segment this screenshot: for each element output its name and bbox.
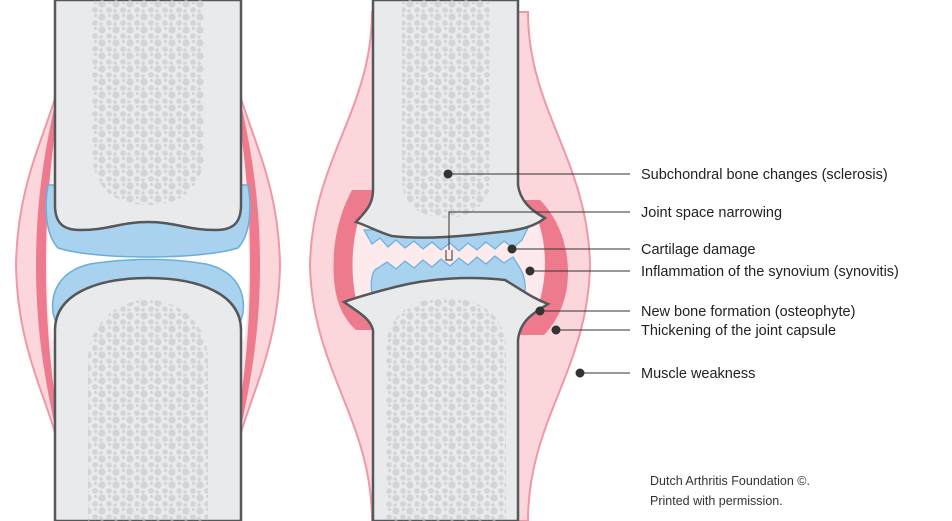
label-synovitis: Inflammation of the synovium (synovitis) — [641, 263, 899, 281]
muscle-pointer-dot — [576, 369, 584, 377]
label-subchondral-bone-changes: Subchondral bone changes (sclerosis) — [641, 166, 888, 184]
healthy-joint — [16, 0, 280, 521]
label-joint-capsule-thickening: Thickening of the joint capsule — [641, 322, 836, 340]
osteophyte-pointer-dot — [536, 307, 544, 315]
cartilage-pointer-dot — [508, 245, 516, 253]
arthritic-upper-bone-cells — [402, 0, 490, 218]
capsule-pointer-dot — [552, 326, 560, 334]
label-osteophyte: New bone formation (osteophyte) — [641, 303, 855, 321]
healthy-upper-bone-cells — [92, 0, 204, 205]
healthy-lower-bone-cells — [88, 300, 208, 521]
label-joint-space-narrowing: Joint space narrowing — [641, 204, 782, 222]
arthritic-lower-bone-cells — [386, 298, 506, 521]
label-cartilage-damage: Cartilage damage — [641, 241, 755, 259]
label-muscle-weakness: Muscle weakness — [641, 365, 755, 383]
credit-line-1: Dutch Arthritis Foundation ©. — [650, 471, 810, 491]
credit-line-2: Printed with permission. — [650, 491, 810, 511]
synovitis-pointer-dot — [526, 267, 534, 275]
credit-note: Dutch Arthritis Foundation ©. Printed wi… — [650, 471, 810, 511]
subchondral-pointer-dot — [444, 170, 452, 178]
